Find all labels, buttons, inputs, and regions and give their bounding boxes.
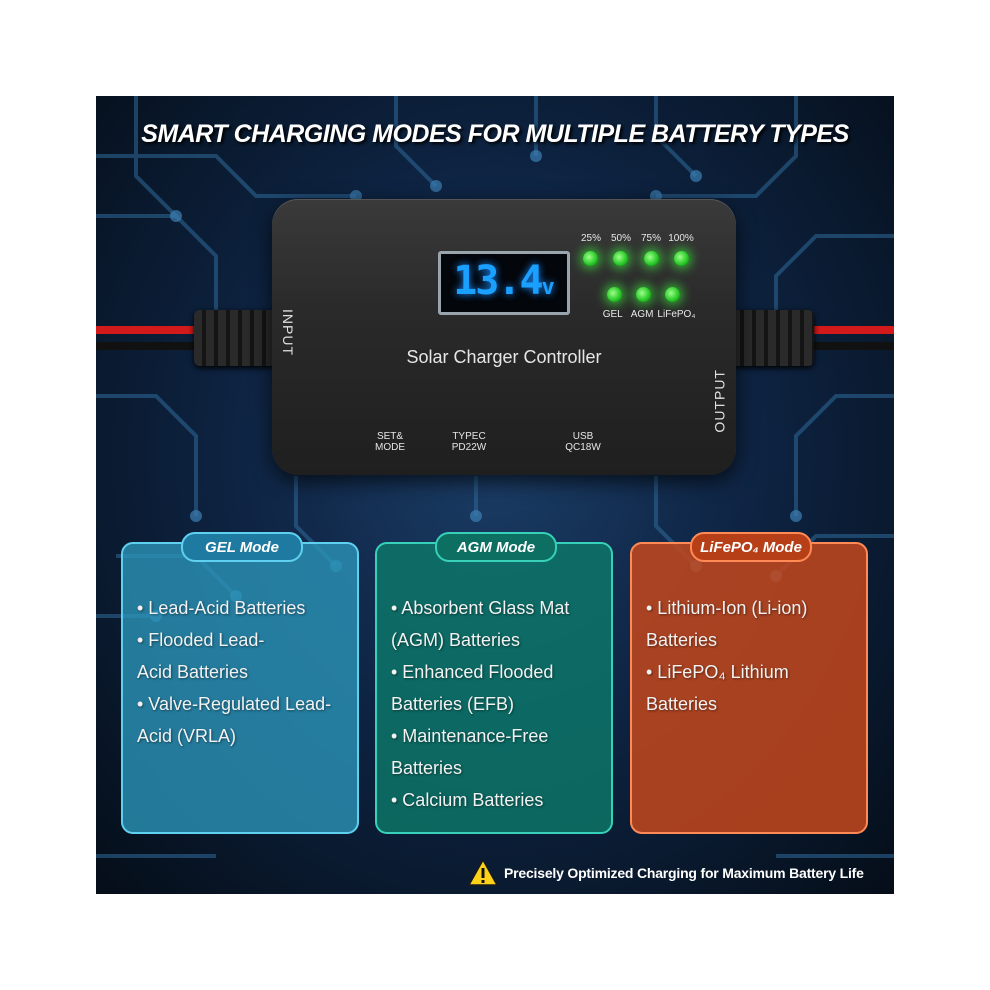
level-label: 50%: [610, 233, 631, 244]
port-line2: PD22W: [451, 442, 487, 453]
list-item: • Calcium Batteries: [391, 790, 544, 810]
input-plug: [194, 310, 276, 366]
product-banner: SMART CHARGING MODES FOR MULTIPLE BATTER…: [96, 96, 894, 894]
voltage-unit: v: [541, 275, 555, 300]
port-line2: QC18W: [565, 442, 601, 453]
headline: SMART CHARGING MODES FOR MULTIPLE BATTER…: [141, 120, 849, 148]
mode-led-gel: [607, 287, 622, 302]
level-label: 25%: [580, 233, 601, 244]
card-title: AGM Mode: [435, 532, 557, 562]
mode-led-lifepo4: [665, 287, 680, 302]
level-led-100: [673, 251, 689, 266]
output-cable-red: [796, 326, 894, 334]
input-cable-black: [96, 342, 206, 350]
footer-text: Precisely Optimized Charging for Maximum…: [504, 865, 864, 881]
port-line1: TYPEC: [452, 431, 486, 442]
card-items: • Lithium-Ion (Li-ion)Batteries • LiFePO…: [646, 592, 856, 720]
footer-note: Precisely Optimized Charging for Maximum…: [468, 856, 864, 890]
voltage-value: 13.4: [453, 258, 543, 304]
card-title: GEL Mode: [181, 532, 303, 562]
usb-port: USB QC18W: [558, 431, 608, 453]
level-label: 100%: [668, 233, 694, 244]
list-item: • Valve-Regulated Lead-Acid (VRLA): [137, 694, 332, 746]
port-line1: USB: [572, 431, 594, 442]
output-plug: [732, 310, 814, 366]
level-led-75: [643, 251, 659, 266]
charger-device: INPUT OUTPUT 13.4v 25% 50% 75% 100%: [272, 199, 736, 475]
typec-port: TYPEC PD22W: [444, 431, 494, 453]
level-label: 75%: [640, 233, 661, 244]
output-cable-black: [796, 342, 894, 350]
mode-label: GEL: [602, 309, 623, 320]
led-panel: 25% 50% 75% 100% GEL AGM LiFePO₄: [576, 227, 696, 325]
mode-led-agm: [636, 287, 651, 302]
port-line1: SET&: [376, 431, 404, 442]
mode-label: AGM: [630, 309, 654, 320]
card-title: LiFePO₄ Mode: [690, 532, 812, 562]
port-line2: MODE: [375, 442, 405, 453]
list-item: • Lithium-Ion (Li-ion)Batteries: [646, 598, 808, 650]
list-item: • Flooded Lead-Acid Batteries: [137, 630, 265, 682]
level-led-25: [583, 251, 598, 266]
level-led-50: [613, 251, 629, 266]
input-cable-red: [96, 326, 206, 334]
list-item: • Lead-Acid Batteries: [137, 598, 306, 618]
agm-mode-card: AGM Mode • Absorbent Glass Mat(AGM) Batt…: [375, 532, 613, 834]
output-label: OUTPUT: [712, 369, 728, 433]
warning-triangle-icon: [468, 859, 498, 886]
voltage-display: 13.4v: [438, 251, 570, 315]
device-name: Solar Charger Controller: [406, 347, 602, 367]
list-item: • Absorbent Glass Mat(AGM) Batteries: [391, 598, 570, 650]
set-mode-port: SET& MODE: [368, 431, 412, 453]
lifepo4-mode-card: LiFePO₄ Mode • Lithium-Ion (Li-ion)Batte…: [630, 532, 868, 834]
card-items: • Lead-Acid Batteries • Flooded Lead-Aci…: [137, 592, 347, 752]
card-items: • Absorbent Glass Mat(AGM) Batteries • E…: [391, 592, 601, 816]
gel-mode-card: GEL Mode • Lead-Acid Batteries • Flooded…: [121, 532, 359, 834]
mode-label: LiFePO₄: [657, 309, 696, 320]
